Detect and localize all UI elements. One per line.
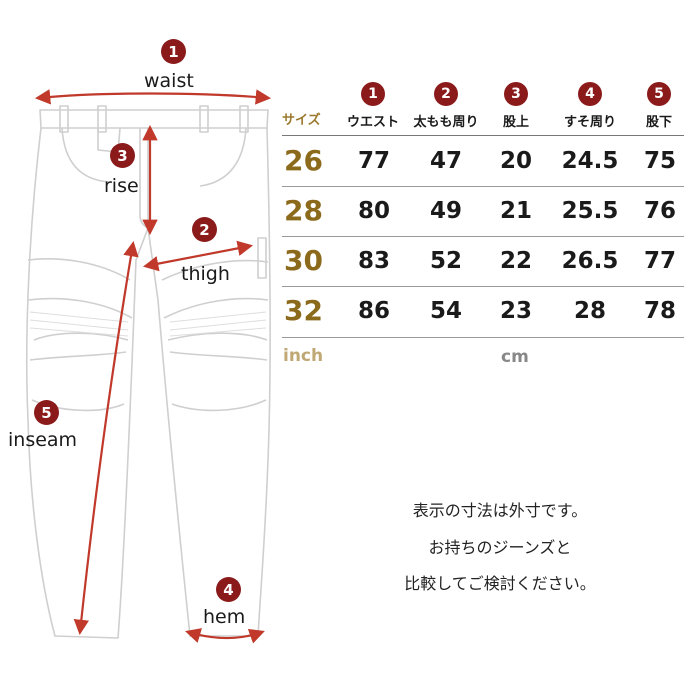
col-header-thigh: 太もも周り [413,115,479,130]
col-3-badge: 3 [504,82,528,106]
col-header-waist: ウエスト [346,115,399,130]
row-divider [282,186,684,187]
col-4-badge: 4 [578,82,602,106]
size-value: 26 [284,144,323,177]
table-row: 26 77 47 20 24.5 75 [282,138,682,188]
note-line-2: お持ちのジーンズと [428,538,572,557]
col-2-badge: 2 [434,82,458,106]
hem-arrow [185,628,265,644]
table-row: 32 86 54 23 28 78 [282,288,682,338]
hem-number-badge: 4 [216,577,241,602]
hem-value: 24.5 [561,148,619,174]
thigh-value: 47 [429,148,462,174]
hem-value: 28 [573,298,606,324]
jeans-diagram [25,89,272,644]
inseam-label: inseam [8,429,78,451]
hem-label: hem [203,606,246,628]
table-row: 28 80 49 21 25.5 76 [282,188,682,238]
size-unit-label: inch [283,346,324,366]
row-divider [282,236,684,237]
thigh-value: 54 [429,298,462,324]
size-value: 32 [284,294,323,327]
rise-value: 23 [499,298,532,324]
thigh-number-badge: 2 [192,217,217,242]
waist-value: 83 [357,248,390,274]
inseam-number-badge: 5 [34,400,59,425]
rise-value: 20 [499,148,532,174]
col-header-hem: すそ周り [563,115,616,130]
table-row: 30 83 52 22 26.5 77 [282,238,682,288]
waist-label: waist [144,70,194,92]
size-table: サイズ 1 ウエスト 2 太もも周り 3 股上 4 すそ周り 5 股下 26 7… [282,82,684,367]
size-column-header: サイズ [282,113,321,128]
row-divider [282,337,684,338]
waist-number-badge: 1 [161,39,186,64]
note-line-1: 表示の寸法は外寸です。 [412,501,588,520]
row-divider [282,286,684,287]
waist-arrow [34,89,272,105]
col-header-inseam: 股下 [645,115,672,130]
waist-value: 80 [357,198,390,224]
col-header-rise: 股上 [502,115,529,130]
note-line-3: 比較してご検討ください。 [404,574,596,593]
rise-value: 21 [499,198,532,224]
col-5-badge: 5 [647,82,671,106]
thigh-value: 52 [429,248,462,274]
waist-value: 77 [357,148,390,174]
rise-number-badge: 3 [110,143,135,168]
inseam-value: 75 [643,148,676,174]
inseam-value: 76 [643,198,676,224]
size-value: 28 [284,194,323,227]
thigh-arrow [142,240,254,272]
waist-value: 86 [357,298,390,324]
header-divider [282,135,684,136]
measure-unit-label: cm [501,347,529,367]
rise-label: rise [104,175,139,197]
size-value: 30 [284,244,323,277]
thigh-value: 49 [429,198,462,224]
hem-value: 25.5 [561,198,619,224]
inseam-arrow [73,240,139,636]
rise-value: 22 [499,248,532,274]
inseam-value: 78 [643,298,676,324]
thigh-label: thigh [181,263,230,285]
inseam-value: 77 [643,248,676,274]
col-1-badge: 1 [361,82,385,106]
hem-value: 26.5 [561,248,619,274]
